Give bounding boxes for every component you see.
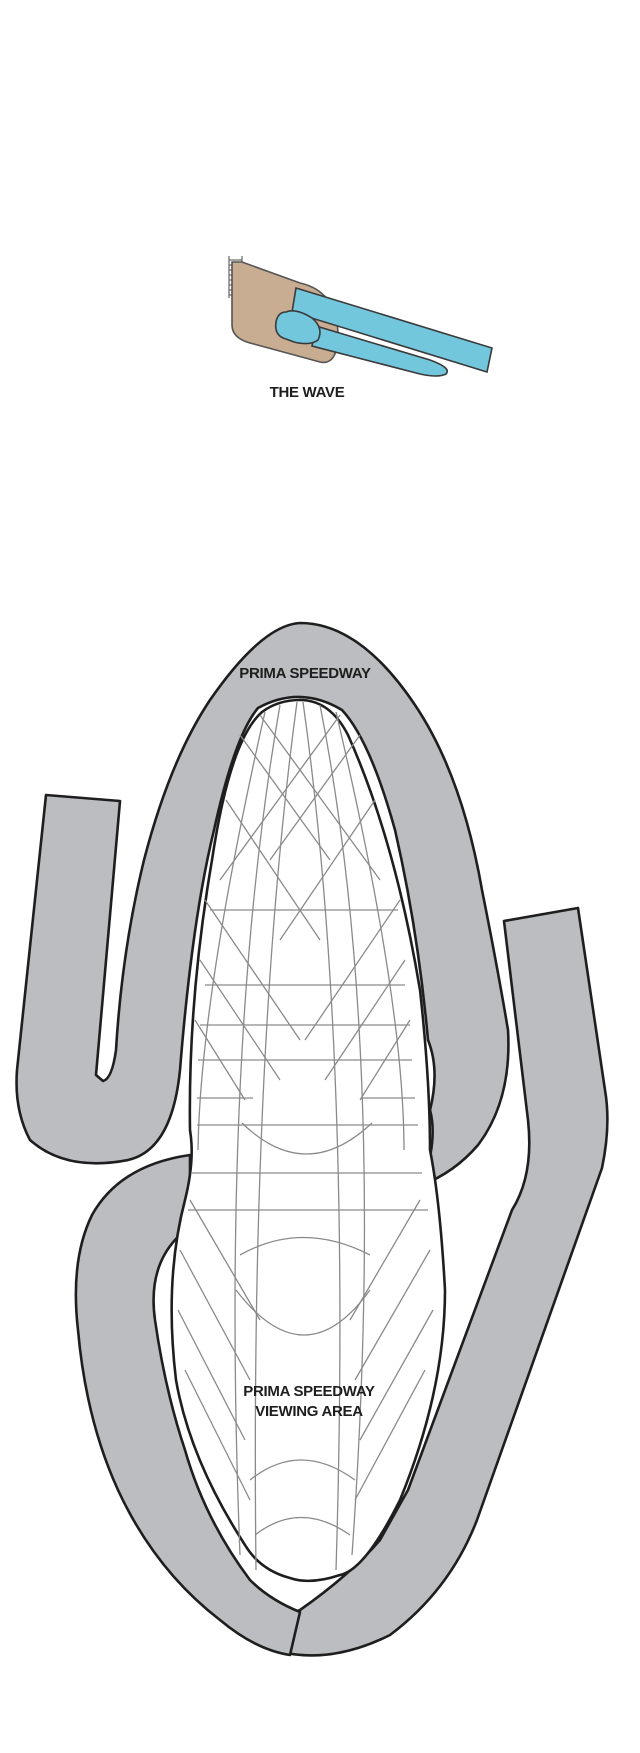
prima-speedway-track[interactable] — [15, 621, 609, 1657]
the-wave-slide-lane-lower — [311, 324, 449, 377]
the-wave-slide-lane-upper — [291, 286, 493, 374]
the-wave-area[interactable]: THE WAVE — [228, 256, 493, 401]
the-wave-splash-pool — [274, 310, 321, 345]
prima-speedway-label: PRIMA SPEEDWAY — [239, 665, 371, 682]
viewing-area-label-line-1: PRIMA SPEEDWAY — [243, 1383, 375, 1400]
prima-speedway-viewing-area[interactable]: PRIMA SPEEDWAY VIEWING AREA — [170, 698, 447, 1583]
the-wave-label: THE WAVE — [270, 384, 345, 401]
viewing-area-lattice — [177, 701, 434, 1571]
speedway-track-lower-loop — [74, 1153, 302, 1657]
viewing-area-label-line-2: VIEWING AREA — [255, 1403, 363, 1420]
